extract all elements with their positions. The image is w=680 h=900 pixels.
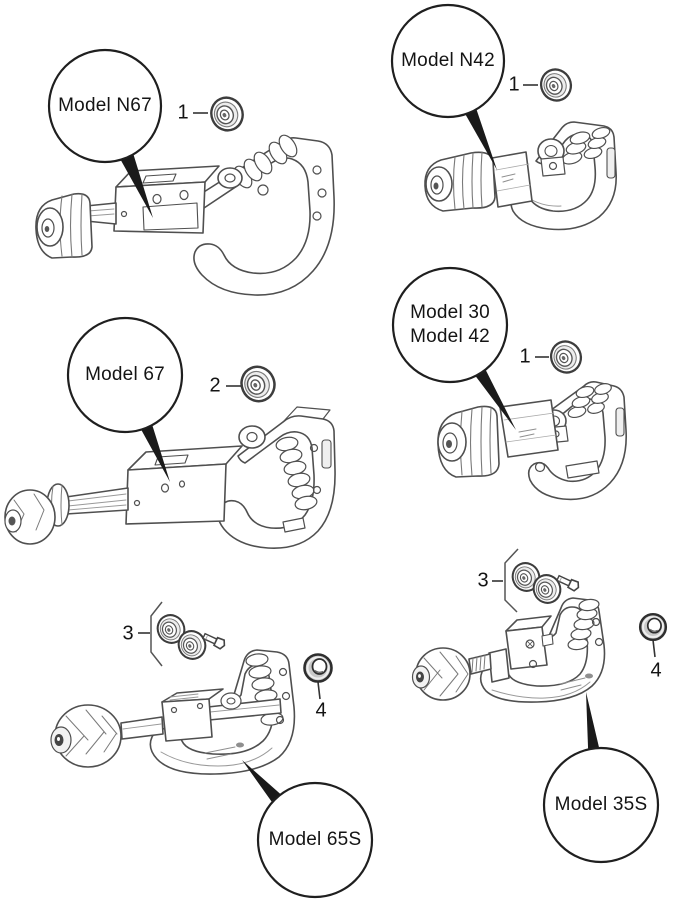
roller-stack-icon [561,126,611,165]
balloon-circle [391,266,509,384]
balloon-pointer [242,760,282,803]
roller-stack-icon [567,383,612,419]
spacer-ring-icon [638,612,668,642]
balloon-pointer [141,425,170,482]
callout-leader-line [317,681,321,700]
balloon-circle [256,781,374,899]
balloon-label-model-n42: Model N42 [401,49,495,73]
tool-30-42-illustration [437,381,627,501]
callout-brackets [150,548,519,667]
balloon-label-text: Model 65S [268,829,362,850]
tool-67-illustration [4,406,336,549]
callout-bracket [150,601,163,667]
balloon-circle [542,746,660,864]
balloon-pointers [120,109,600,803]
balloon-label-text: Model 30 [410,302,490,323]
balloon-label-model-35s: Model 35S [555,793,648,817]
tool-n67-illustration [35,134,335,296]
callout-number: 1 [508,73,520,96]
callout-bracket [504,548,519,613]
balloon-pointer [120,154,153,218]
balloon-circle [47,48,163,164]
balloon-circle [390,3,506,119]
balloon-label-text: Model N67 [58,95,152,116]
spacer-ring-icon [303,653,333,683]
cutter-wheel-icon [234,360,282,408]
balloon-label-text: Model 35S [554,794,648,815]
callout-leader-lines [138,84,656,700]
callout-number: 1 [519,345,531,368]
balloon-label-model-65s: Model 65S [269,828,362,852]
tool-n42-illustration [424,121,617,231]
balloon-pointer [586,692,600,750]
balloon-label-model-67: Model 67 [85,363,165,387]
tool-65s-illustration [50,649,296,775]
balloon-label-model-30-42: Model 30 Model 42 [410,301,490,349]
callout-number: 3 [477,569,489,592]
roller-stack-icon [275,436,318,511]
callout-number: 2 [209,374,221,397]
balloon-label-text: Model 42 [410,326,490,347]
balloon-label-text: Model 67 [85,364,165,385]
balloon-pointer [474,368,516,430]
balloon-circles [47,3,660,899]
callout-number: 4 [650,659,662,682]
callout-leader-line [652,639,656,658]
callout-number: 1 [177,101,189,124]
roller-stack-icon [567,598,600,651]
balloon-label-text: Model N42 [401,50,495,71]
cutter-wheel-icon [204,91,250,137]
tool-35s-illustration [411,597,606,703]
balloon-label-model-n67: Model N67 [58,94,152,118]
balloon-circle [66,316,184,434]
callout-number: 3 [122,622,134,645]
callout-number: 4 [315,699,327,722]
balloon-pointer [465,109,497,170]
cutter-wheel-icon [545,335,587,379]
cutter-wheel-icon [535,63,577,107]
